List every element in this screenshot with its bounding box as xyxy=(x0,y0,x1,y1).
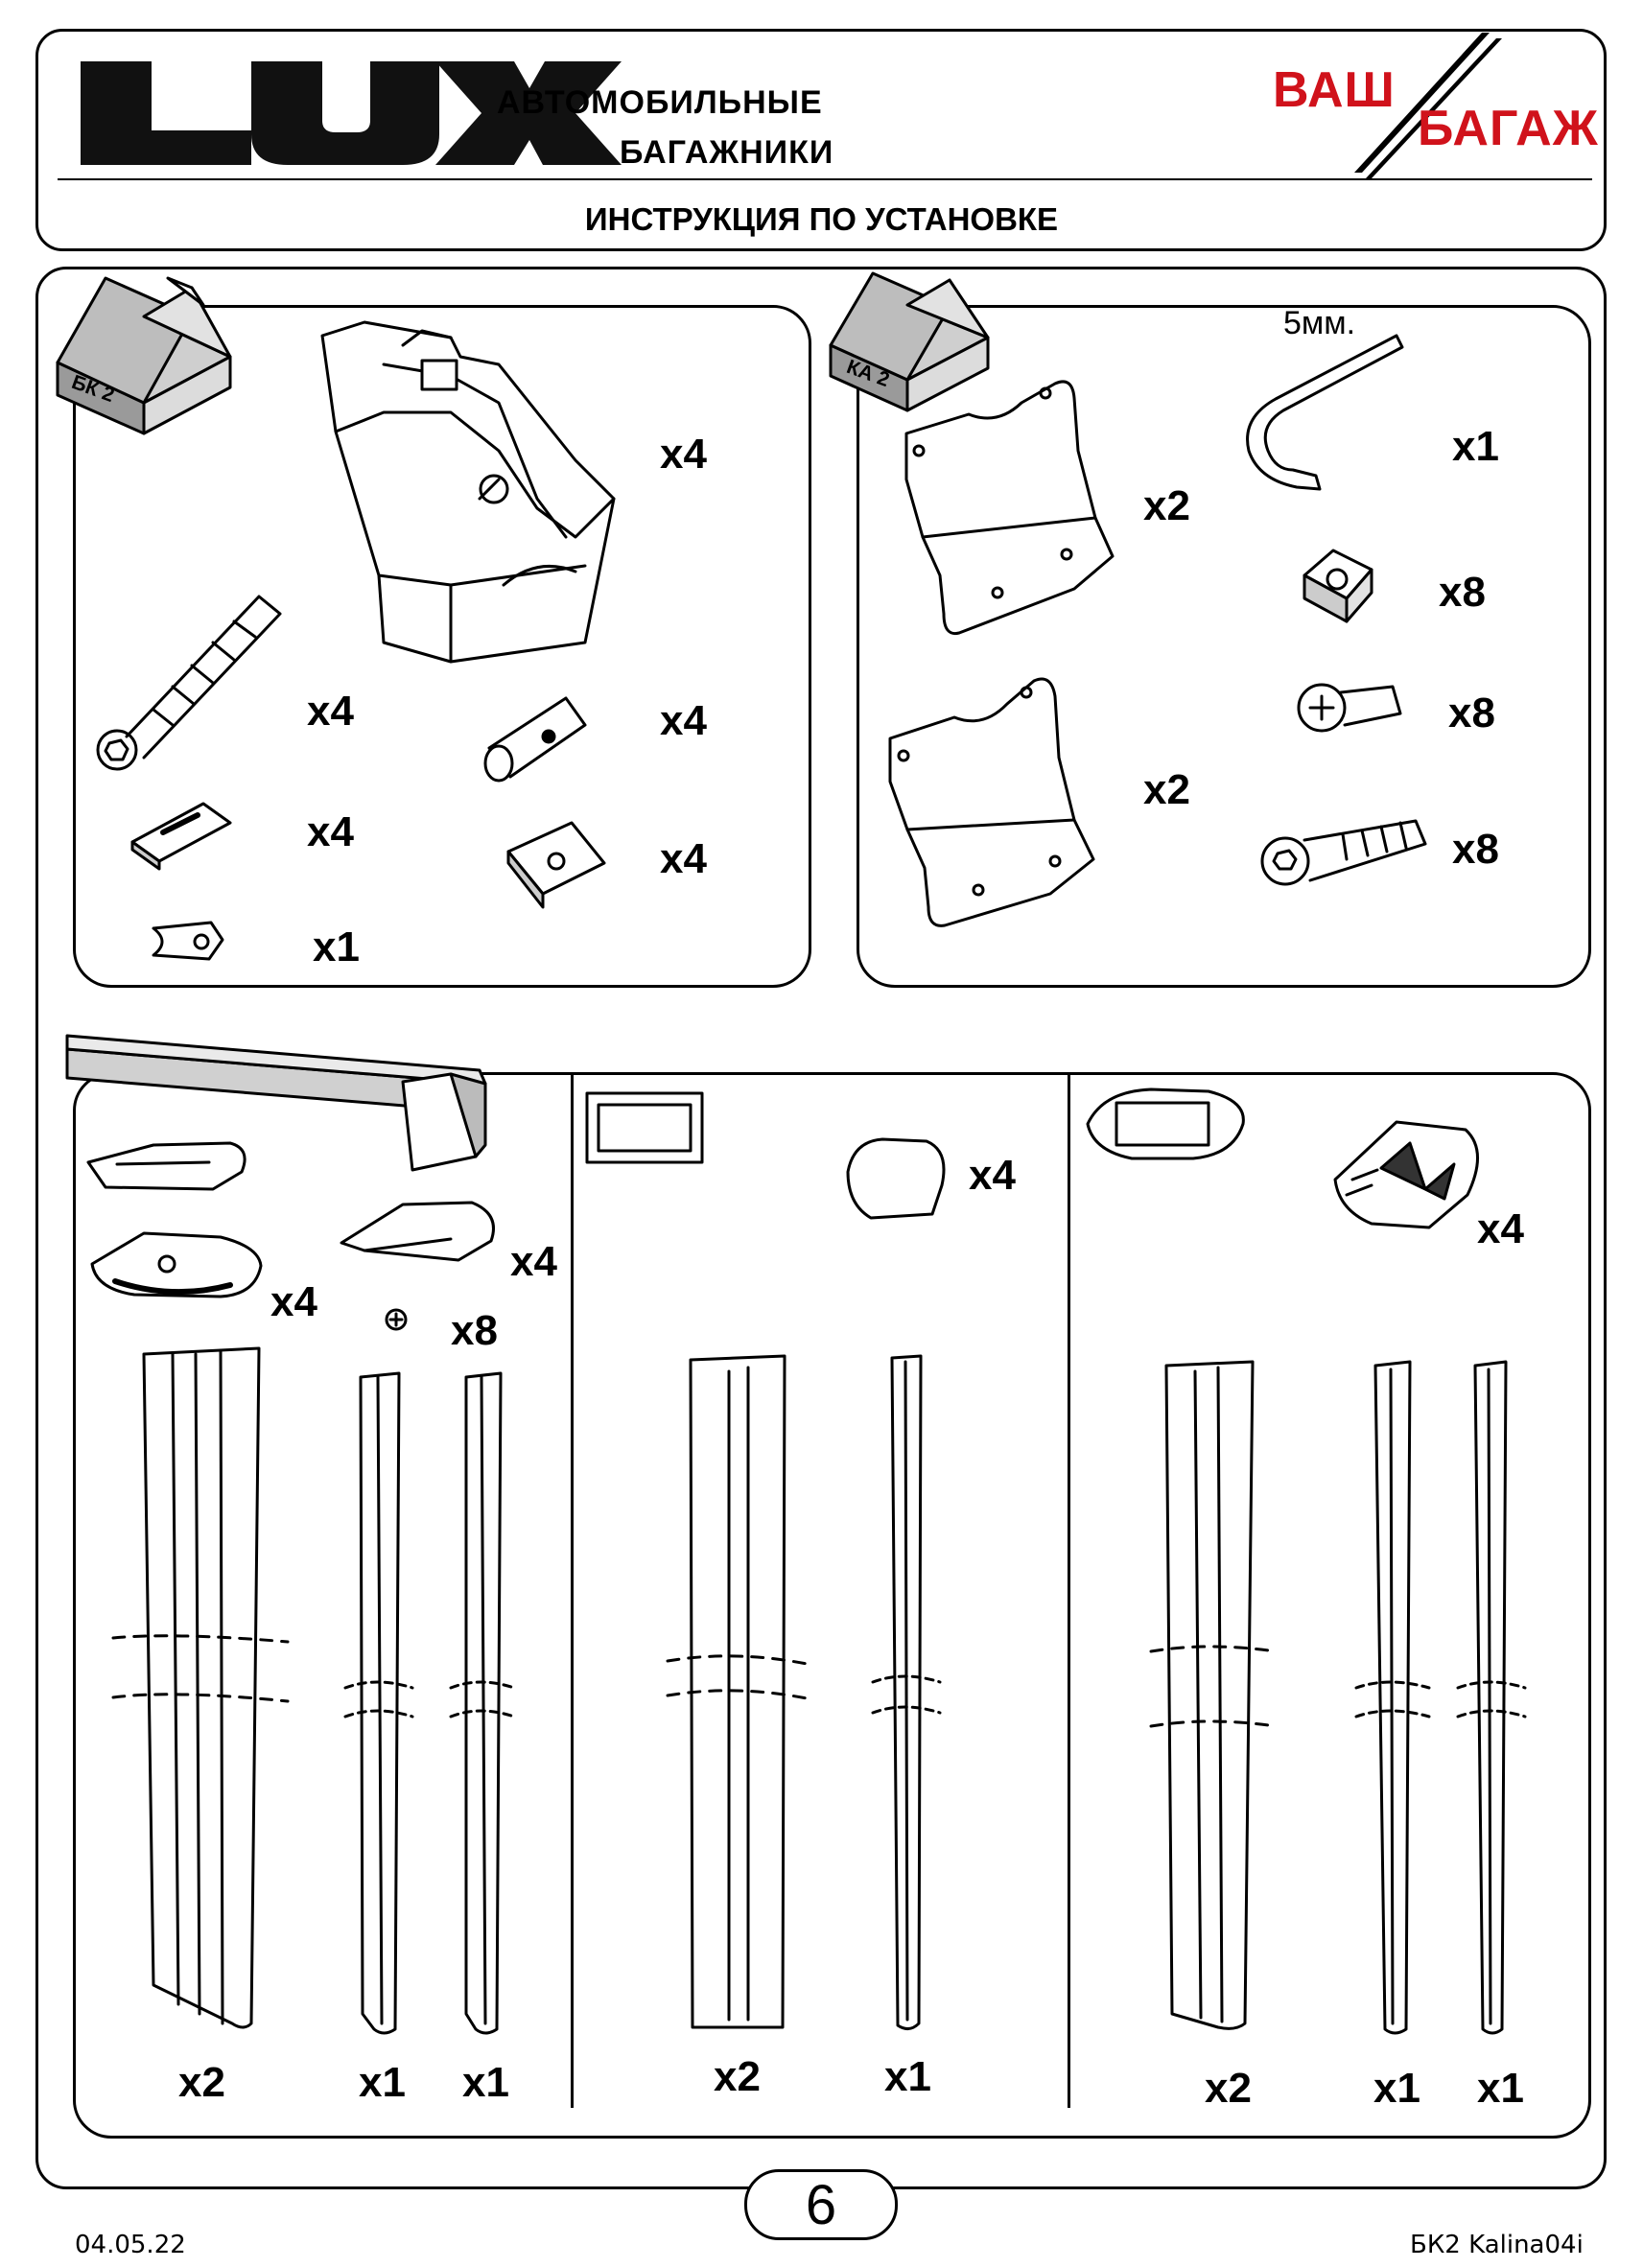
key-size-label: 5мм. xyxy=(1283,305,1356,341)
qty-bracket-1: x2 xyxy=(1143,482,1190,529)
qty-bracket-2: x2 xyxy=(1143,766,1190,813)
qty-gauge: x1 xyxy=(313,924,360,970)
lux-logo-X xyxy=(435,61,622,165)
aero-profile-icon xyxy=(1086,1087,1245,1160)
partner-line2: БАГАЖ xyxy=(1418,101,1599,156)
slotted-plate xyxy=(130,802,232,871)
square-profile-icon xyxy=(585,1091,704,1164)
qty-foot: x4 xyxy=(660,431,707,478)
page-number-frame xyxy=(744,2169,898,2240)
end-cap-profile xyxy=(86,1141,246,1191)
qty-aero-end-cap: x4 xyxy=(1477,1205,1524,1252)
qty-slotted-plate: x4 xyxy=(307,808,354,855)
footer-date: 04.05.22 xyxy=(75,2231,186,2259)
qty-end-cap-right: x4 xyxy=(510,1238,557,1285)
cross-screw xyxy=(1297,683,1402,733)
long-bolt xyxy=(96,595,282,771)
roof-foot xyxy=(320,320,616,664)
bar-profile-narrow-2 xyxy=(871,1354,942,2030)
mount-bracket-1 xyxy=(904,380,1115,636)
bar-profile-square-2 xyxy=(666,1354,813,2029)
square-nut xyxy=(1303,549,1373,623)
qty-cap-bolt: x8 xyxy=(1452,826,1499,873)
qty-hex-key: x1 xyxy=(1452,423,1499,470)
page-number: 6 xyxy=(805,2174,837,2236)
qty-profile-square-2: x2 xyxy=(714,2053,761,2100)
bar-profile-narrow-3b xyxy=(1456,1360,1527,2035)
qty-square-end-cap: x4 xyxy=(969,1152,1016,1199)
footer-doc-code: БК2 Kalina04i xyxy=(1410,2231,1584,2259)
qty-bolt: x4 xyxy=(307,688,354,735)
aero-end-cap xyxy=(1333,1120,1479,1229)
mount-bracket-2 xyxy=(888,677,1095,927)
end-cap-right xyxy=(340,1201,495,1262)
header-frame xyxy=(35,29,1607,251)
small-screw-icon xyxy=(385,1308,408,1331)
qty-cross-screw: x8 xyxy=(1448,690,1495,737)
brand-line2: БАГАЖНИКИ xyxy=(620,134,834,171)
qty-profile-narrow-2: x1 xyxy=(884,2053,931,2100)
qty-end-cap-left: x4 xyxy=(270,1278,317,1325)
bar-profile-narrow-1b xyxy=(449,1371,516,2035)
qty-square-nut: x8 xyxy=(1439,569,1486,616)
qty-profile-narrow-3b: x1 xyxy=(1477,2065,1524,2112)
cap-bolt xyxy=(1260,819,1427,886)
barrel-nut xyxy=(483,696,587,783)
qty-small-screw: x8 xyxy=(451,1307,498,1354)
bar-profile-narrow-1a xyxy=(343,1371,414,2035)
end-cap-left xyxy=(90,1231,263,1298)
hex-key xyxy=(1246,334,1404,491)
box-ka2-icon xyxy=(829,271,990,412)
qty-profile-wide-1: x2 xyxy=(178,2059,225,2106)
square-plate xyxy=(506,821,606,909)
qty-profile-narrow-1a: x1 xyxy=(359,2059,406,2106)
bar-profile-narrow-3a xyxy=(1354,1360,1431,2035)
bars-divider-2 xyxy=(1068,1072,1070,2108)
qty-profile-narrow-1b: x1 xyxy=(462,2059,509,2106)
qty-square-plate: x4 xyxy=(660,835,707,882)
header-title: ИНСТРУКЦИЯ ПО УСТАНОВКЕ xyxy=(584,201,1059,237)
panel-bars xyxy=(73,1072,1591,2139)
brand-line1: АВТОМОБИЛЬНЫЕ xyxy=(497,84,823,121)
header-divider xyxy=(58,178,1592,180)
box-bk2-icon xyxy=(56,276,232,435)
panel-bk2 xyxy=(73,305,811,988)
lux-logo-L xyxy=(81,61,251,165)
gauge-tool xyxy=(152,921,224,961)
bar-profile-wide-1 xyxy=(111,1346,290,2029)
panel-ka2 xyxy=(857,305,1591,988)
qty-barrel-nut: x4 xyxy=(660,697,707,744)
bar-profile-aero-3 xyxy=(1149,1360,1278,2030)
qty-profile-narrow-3a: x1 xyxy=(1373,2065,1420,2112)
qty-profile-aero-3: x2 xyxy=(1205,2065,1252,2112)
bars-divider-1 xyxy=(571,1072,574,2108)
lux-logo-U xyxy=(251,61,439,165)
square-end-cap xyxy=(846,1137,946,1220)
partner-line1: ВАШ xyxy=(1273,62,1396,118)
crossbar-preview xyxy=(65,1034,487,1172)
